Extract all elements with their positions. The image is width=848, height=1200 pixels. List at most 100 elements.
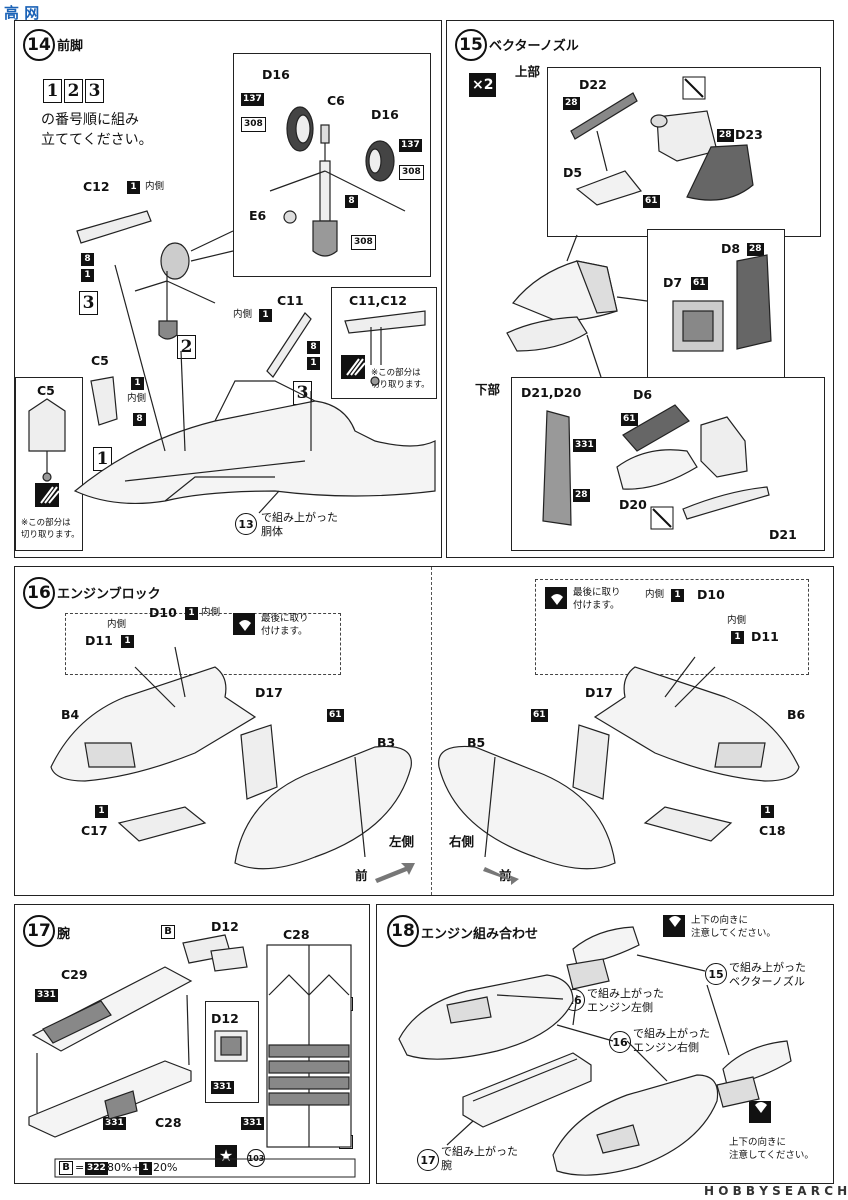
code-103: 103 [247, 1149, 265, 1167]
orient-note-top-l2: 注意してください。 [691, 928, 776, 939]
right-side-label: 右側 [449, 834, 475, 849]
front-arrow-right [483, 867, 519, 885]
code-1-d11-left: 1 [121, 635, 134, 648]
code-1-c12: 1 [127, 181, 140, 194]
cut-note-c11-l2: 切り取ります。 [371, 380, 430, 390]
label-d8: D8 [721, 241, 741, 256]
ref-15-line-2: ベクターノズル [729, 975, 805, 988]
code-331-d12: 331 [211, 1081, 234, 1094]
inner-d10-left: 内側 [201, 607, 221, 618]
code-308-a: 308 [241, 117, 266, 132]
code-1-d11-right: 1 [731, 631, 744, 644]
code-28-d22: 28 [563, 97, 580, 110]
label-d7: D7 [663, 275, 683, 290]
step-15-panel: 15 ベクターノズル ×2 上部 D22 28 28 D23 D5 61 D8 … [446, 20, 834, 558]
code-b-d12: B [161, 925, 175, 939]
label-b6: B6 [787, 707, 806, 722]
step-18-panel: 18 エンジン組み合わせ 上下の向きに 注意してください。 15 で組み上がった… [376, 904, 834, 1184]
step-16-divider [431, 567, 432, 895]
label-c29: C29 [61, 967, 88, 982]
code-331-c29: 331 [35, 989, 58, 1002]
mix-322-percent: 80%+ [107, 1161, 141, 1174]
label-d21: D21 [769, 527, 797, 542]
label-d12: D12 [211, 919, 239, 934]
mix-code-1: 1 [139, 1162, 152, 1175]
inner-label-c12: 内側 [145, 181, 165, 192]
mix-code-322: 322 [85, 1162, 108, 1175]
sequence-3: 3 [85, 79, 104, 103]
mix-eq: = [75, 1161, 85, 1174]
instruction-line-1: の番号順に組み [41, 112, 139, 128]
inner-label-c11: 内側 [233, 309, 253, 320]
label-c5-detail: C5 [37, 383, 55, 398]
ref-step-16b: 16 [609, 1031, 631, 1053]
code-8-c12: 8 [81, 253, 94, 266]
label-d21-d20: D21,D20 [521, 385, 582, 400]
sequence-2: 2 [64, 79, 83, 103]
last-note-left-l1: 最後に取り [261, 613, 309, 624]
label-d17-left: D17 [255, 685, 283, 700]
code-1-c5: 1 [131, 377, 144, 390]
mix-1-percent: 20% [153, 1161, 178, 1174]
ref-16b-line-2: エンジン右側 [633, 1041, 699, 1054]
code-331-c28: 331 [103, 1117, 126, 1130]
code-61-d5: 61 [643, 195, 660, 208]
label-d5: D5 [563, 165, 583, 180]
ref-15-line-1: で組み上がった [729, 961, 806, 974]
orient-note-bottom-l1: 上下の向きに [729, 1137, 787, 1148]
code-1-d10-right: 1 [671, 589, 684, 602]
mix-b: B [59, 1161, 73, 1175]
inner-d11-left: 内側 [107, 619, 127, 630]
cut-note-c5-l2: 切り取ります。 [21, 530, 80, 540]
orient-note-top-l1: 上下の向きに [691, 915, 749, 926]
inner-d11-right: 内側 [727, 615, 747, 626]
label-d6: D6 [633, 387, 653, 402]
step-17-drawing [28, 934, 356, 1178]
label-c11-c12: C11,C12 [349, 293, 407, 308]
label-d11-left: D11 [85, 633, 113, 648]
label-c6: C6 [327, 93, 345, 108]
step-17-panel: 17 腕 B D12 C29 331 C28 D12 331 331 C28 3… [14, 904, 370, 1184]
label-c18: C18 [759, 823, 786, 838]
step-14-title: 前脚 [57, 39, 84, 54]
step-14-panel: 14 前脚 1 2 3 の番号順に組み 立ててください。 D16 C6 D16 … [14, 20, 442, 558]
ref-16b-line-1: で組み上がった [633, 1027, 710, 1040]
multiplier-badge: ×2 [469, 73, 497, 97]
step-18-drawing [398, 916, 792, 1176]
step-16-drawing [50, 594, 800, 885]
inner-label-c5: 内側 [127, 393, 147, 404]
label-d23: D23 [735, 127, 763, 142]
label-c28-bottom: C28 [155, 1115, 182, 1130]
instruction-line-2: 立ててください。 [41, 132, 153, 148]
code-137-b: 137 [399, 139, 422, 152]
ref-16a-line-2: エンジン左側 [587, 1001, 653, 1014]
label-e6: E6 [249, 208, 267, 223]
ref-step-15: 15 [705, 963, 727, 985]
orient-note-bottom-l2: 注意してください。 [729, 1150, 814, 1161]
code-331-d21: 331 [573, 439, 596, 452]
step-15-drawing [506, 76, 772, 530]
code-61-left: 61 [327, 709, 344, 722]
step-17-title: 腕 [57, 927, 71, 942]
sequence-3-marker: 3 [79, 291, 98, 315]
code-8-c5: 8 [133, 413, 146, 426]
label-d17-right: D17 [585, 685, 613, 700]
code-331-strip: 331 [241, 1117, 264, 1130]
code-28-d23: 28 [717, 129, 734, 142]
watermark: H O B B Y S E A R C H [704, 1184, 847, 1198]
code-8-c11: 8 [307, 341, 320, 354]
label-c17: C17 [81, 823, 108, 838]
site-logo-text: 高 网 [4, 4, 40, 22]
ref-16a-line-1: で組み上がった [587, 987, 664, 1000]
code-1-c12b: 1 [81, 269, 94, 282]
last-note-right-l2: 付けます。 [573, 600, 620, 611]
label-c12: C12 [83, 179, 110, 194]
label-d20: D20 [619, 497, 647, 512]
left-side-label: 左側 [389, 834, 415, 849]
right-parts-callout [535, 579, 809, 675]
front-label-left: 前 [355, 868, 368, 883]
label-c11: C11 [277, 293, 304, 308]
code-28-d20: 28 [573, 489, 590, 502]
step-17-number: 17 [23, 915, 55, 947]
label-d10-left: D10 [149, 605, 177, 620]
